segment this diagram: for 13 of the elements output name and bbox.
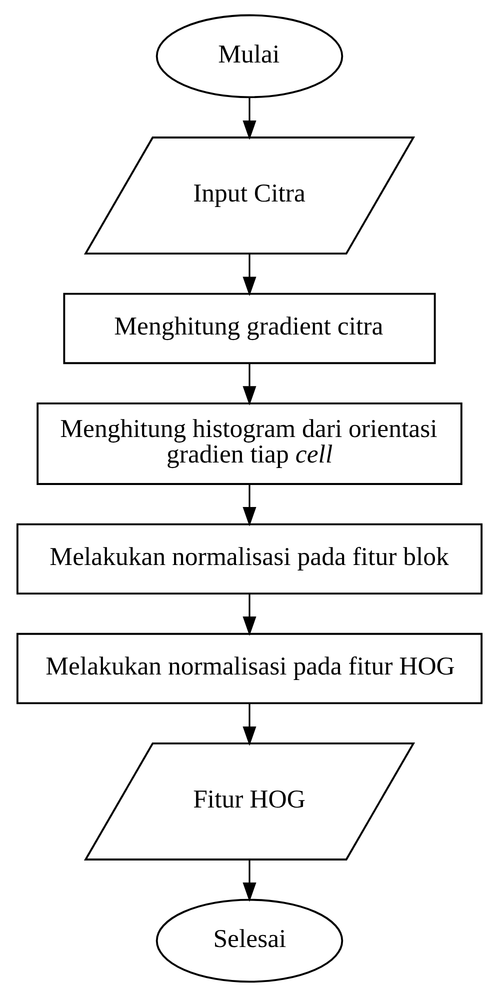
arrow (242, 594, 256, 636)
node-box: Melakukan normalisasi pada fitur HOG (16, 632, 483, 704)
node-ellipse: Mulai (156, 14, 344, 98)
arrow (242, 364, 256, 406)
node-box: Melakukan normalisasi pada fitur blok (16, 523, 483, 595)
arrow (242, 860, 256, 902)
arrow (242, 254, 256, 296)
node-ellipse: Selesai (156, 898, 344, 983)
node-box: Menghitung gradient citra (63, 292, 436, 364)
node-box: Menghitung histogram dari orientasi gradien tiap cell (36, 402, 462, 485)
arrow (242, 704, 256, 746)
arrow (242, 98, 256, 140)
arrow (242, 484, 256, 526)
